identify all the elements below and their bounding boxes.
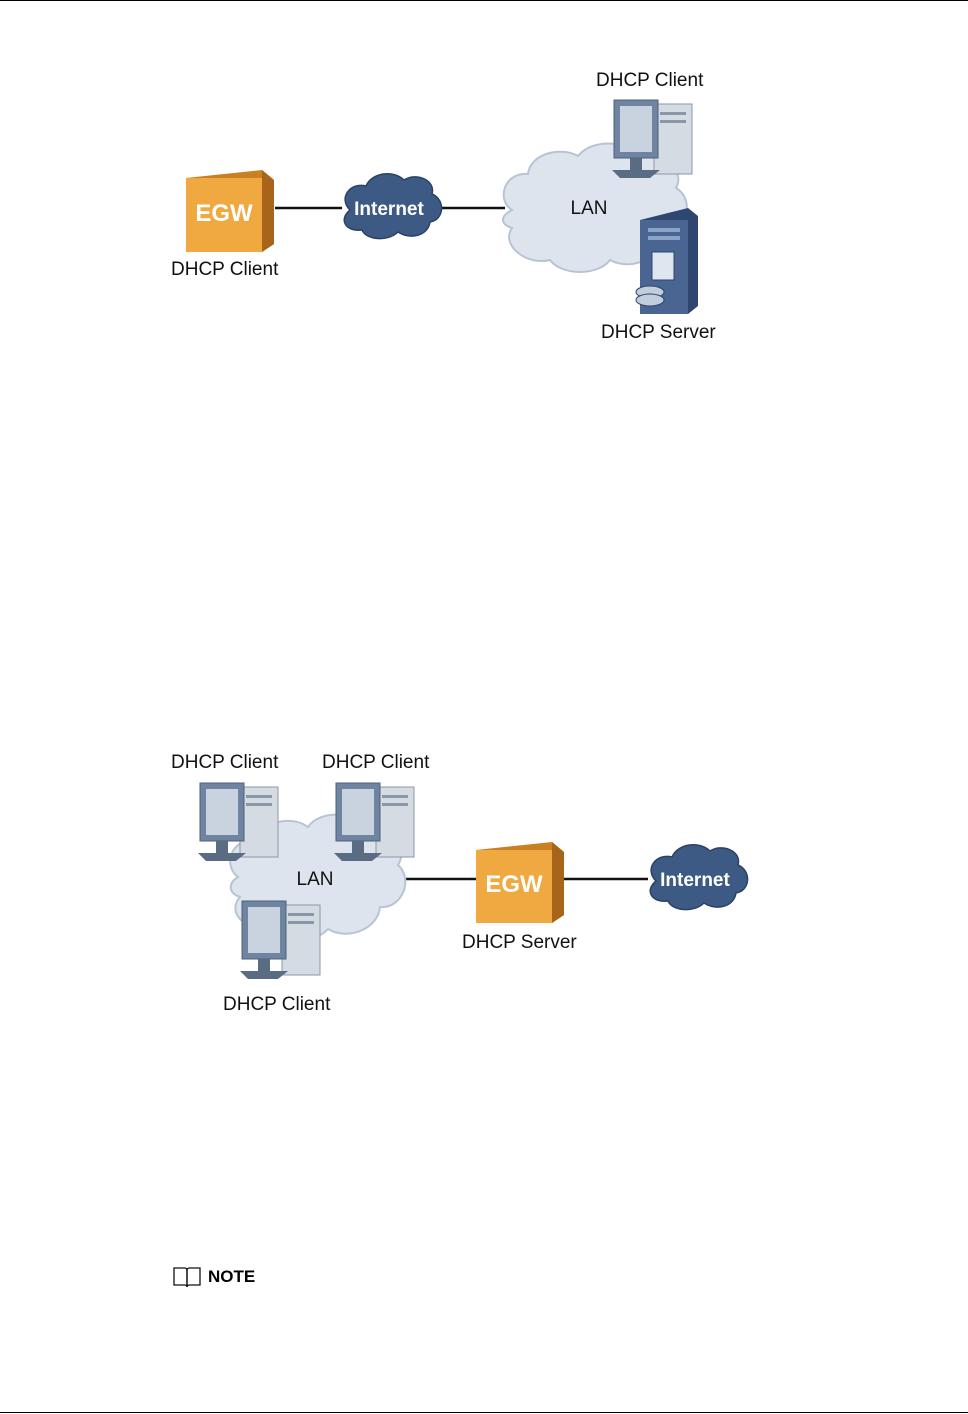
note-label: NOTE bbox=[208, 1267, 255, 1287]
book-icon bbox=[172, 1265, 202, 1289]
pc2-caption: DHCP Client bbox=[322, 752, 429, 774]
diagram-1-canvas: EGW Internet LAN bbox=[0, 60, 968, 360]
pc1-caption: DHCP Client bbox=[171, 752, 278, 774]
page-top-rule bbox=[0, 0, 968, 1]
page-bottom-rule bbox=[0, 1412, 968, 1413]
computer-icon bbox=[240, 901, 320, 979]
internet-label: Internet bbox=[354, 199, 424, 220]
egw-label: EGW bbox=[485, 871, 543, 898]
diagram-egw-as-dhcp-server: LAN bbox=[0, 745, 968, 1035]
pc3-caption: DHCP Client bbox=[223, 994, 330, 1016]
diagram-2-canvas: LAN bbox=[0, 745, 968, 1035]
lan-label: LAN bbox=[297, 869, 334, 890]
server-icon bbox=[636, 208, 698, 314]
egw-caption: DHCP Server bbox=[462, 932, 577, 954]
egw-device-icon: EGW bbox=[476, 842, 564, 923]
server-caption: DHCP Server bbox=[601, 322, 716, 344]
diagram-egw-as-dhcp-client: EGW Internet LAN bbox=[0, 60, 968, 360]
pc-caption: DHCP Client bbox=[596, 70, 703, 92]
note-callout: NOTE bbox=[172, 1264, 255, 1290]
egw-label: EGW bbox=[195, 200, 253, 227]
internet-cloud-icon: Internet bbox=[650, 845, 747, 910]
egw-device-icon: EGW bbox=[186, 170, 274, 252]
internet-cloud-icon: Internet bbox=[344, 174, 441, 239]
internet-label: Internet bbox=[660, 870, 730, 891]
lan-label: LAN bbox=[571, 198, 608, 219]
egw-caption: DHCP Client bbox=[171, 259, 278, 281]
